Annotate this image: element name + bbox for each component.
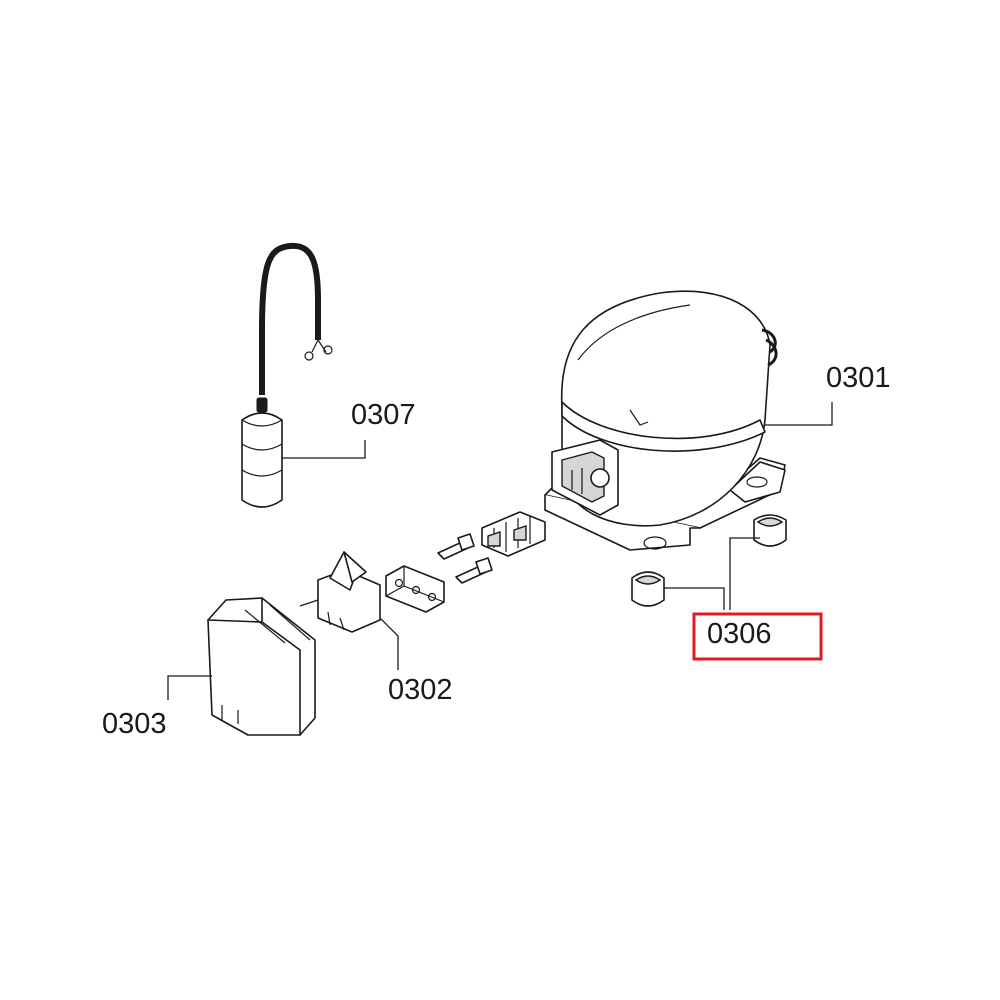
relay-0302 (299, 551, 399, 670)
highlight-box-0306 (692, 612, 823, 661)
label-0306: 0306 (707, 618, 772, 650)
label-0307: 0307 (351, 399, 416, 431)
screws (437, 533, 493, 584)
label-0301: 0301 (826, 362, 891, 394)
grommets-0306 (631, 514, 787, 610)
mounting-clips (481, 511, 546, 557)
label-0302: 0302 (388, 674, 453, 706)
compressor-0301 (544, 290, 833, 551)
label-0303: 0303 (102, 708, 167, 740)
relay-cover-0303 (167, 597, 316, 736)
terminal-plate (385, 565, 445, 613)
capacitor-0307 (241, 242, 366, 508)
